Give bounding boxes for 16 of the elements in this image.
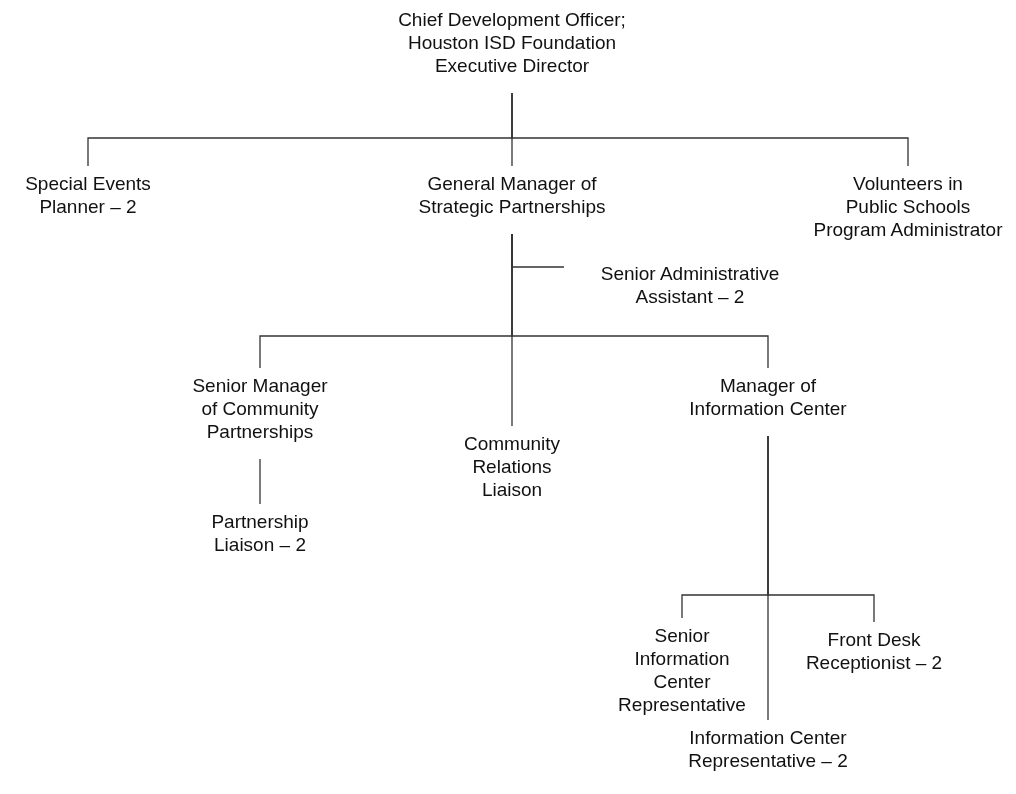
org-role-label: Partnership Liaison – 2 [185,510,335,556]
org-role-label: Volunteers in Public Schools Program Administrator [808,172,1008,241]
org-role-label: Community Relations Liaison [447,432,577,501]
org-role-label: Senior Information Center Representative [612,624,752,716]
org-role-label: Front Desk Receptionist – 2 [774,628,974,674]
connector-line [259,458,261,505]
org-role-label: Manager of Information Center [668,374,868,420]
connector-line [511,233,769,369]
org-role-label: Chief Development Officer; Houston ISD Foundation Executive Director [377,8,647,77]
org-role-label: General Manager of Strategic Partnerships [397,172,627,218]
connector-line [511,92,909,167]
org-role-label: Senior Manager of Community Partnerships [175,374,345,443]
org-role-label: Information Center Representative – 2 [673,726,863,772]
connector-line [767,435,769,721]
org-role-label: Special Events Planner – 2 [8,172,168,218]
org-role-label: Senior Administrative Assistant – 2 [570,262,810,308]
